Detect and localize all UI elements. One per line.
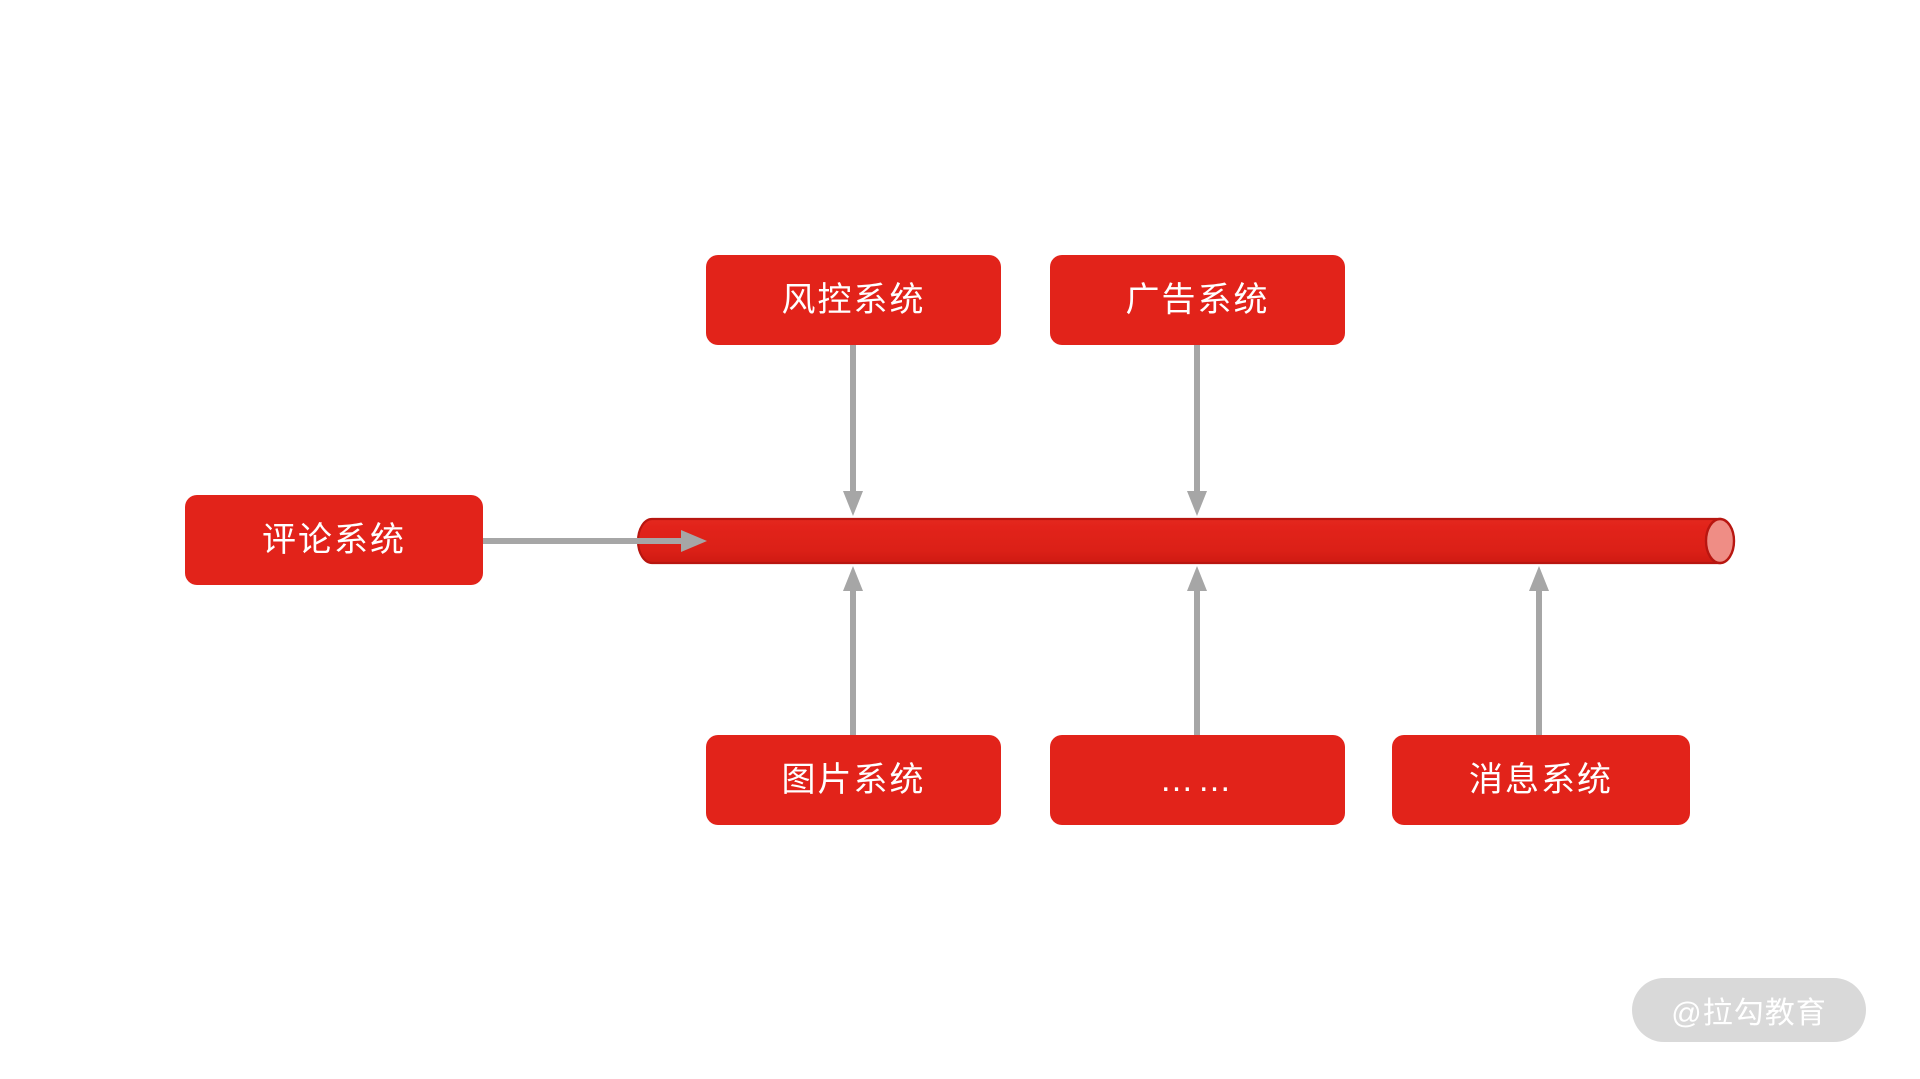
node-comment[interactable]: 评论系统	[185, 495, 483, 585]
watermark-badge: @拉勾教育	[1632, 978, 1866, 1042]
message-bus-pipe	[630, 510, 1740, 574]
node-image-label: 图片系统	[781, 761, 926, 799]
arrow-risk-control-to-bus	[843, 345, 863, 516]
arrow-message-to-bus	[1529, 566, 1549, 735]
arrow-image-to-bus	[843, 566, 863, 735]
node-message[interactable]: 消息系统	[1392, 735, 1690, 825]
node-message-label: 消息系统	[1469, 761, 1613, 799]
watermark-text: @拉勾教育	[1671, 997, 1827, 1030]
arrow-advertising-to-bus	[1187, 345, 1207, 516]
node-ellipsis[interactable]: ……	[1050, 735, 1345, 825]
node-comment-label: 评论系统	[262, 521, 406, 559]
arrow-ellipsis-to-bus	[1187, 566, 1207, 735]
node-image[interactable]: 图片系统	[706, 735, 1001, 825]
node-advertising[interactable]: 广告系统	[1050, 255, 1345, 345]
node-advertising-label: 广告系统	[1125, 281, 1270, 319]
node-risk-control[interactable]: 风控系统	[706, 255, 1001, 345]
node-ellipsis-label: ……	[1159, 761, 1236, 799]
node-risk-control-label: 风控系统	[781, 281, 926, 319]
